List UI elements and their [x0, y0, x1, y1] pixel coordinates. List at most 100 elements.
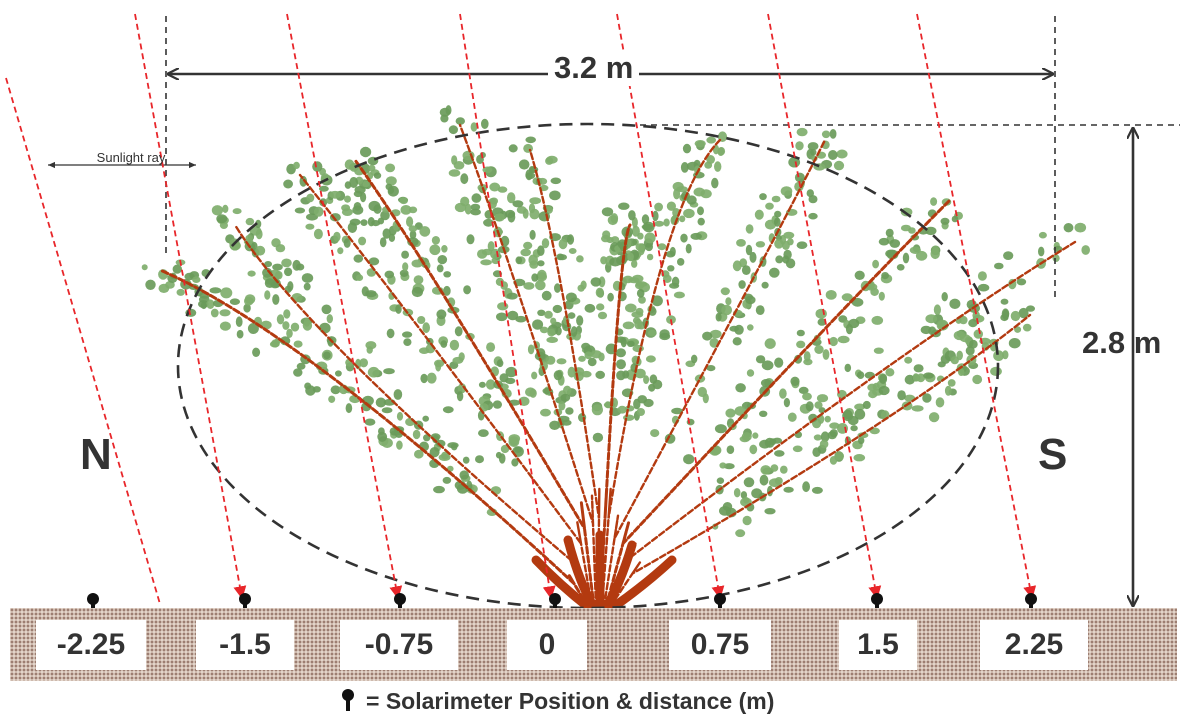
leaf: [787, 412, 797, 422]
leaf: [550, 317, 557, 325]
leaf: [994, 262, 1004, 270]
leaf: [774, 239, 784, 249]
leaf: [819, 439, 829, 449]
leaf: [808, 212, 818, 220]
leaf: [643, 398, 654, 408]
leaf: [858, 436, 865, 445]
leaf: [546, 336, 558, 343]
leaf: [554, 283, 561, 293]
leaf: [1002, 350, 1009, 360]
branch: [608, 313, 1032, 609]
branch: [604, 198, 952, 609]
leaf: [343, 238, 351, 248]
leaf: [622, 321, 635, 330]
leaf: [721, 304, 732, 316]
leaf: [485, 379, 496, 390]
solarimeter-pin-icon: [549, 593, 561, 605]
leaf: [595, 370, 605, 379]
solarimeter-pin-icon: [394, 593, 406, 605]
leaf: [433, 485, 445, 494]
trunk-stem: [609, 555, 677, 612]
leaf: [607, 215, 618, 226]
leaf: [775, 255, 784, 264]
leaf: [821, 130, 831, 139]
leaf: [755, 305, 765, 315]
leaf: [694, 140, 706, 148]
leaf: [385, 176, 397, 186]
leaf: [803, 358, 813, 366]
leaf: [222, 204, 229, 213]
branch: [298, 173, 594, 609]
position-label: 2.25: [980, 620, 1088, 670]
leaf: [609, 257, 622, 267]
leaf: [627, 252, 634, 262]
leaf: [601, 207, 614, 217]
leaf: [947, 379, 956, 387]
leaf: [584, 303, 596, 313]
leaf: [622, 370, 630, 379]
leaf: [652, 210, 659, 222]
leaf: [643, 375, 650, 384]
leaf: [993, 350, 1004, 362]
leaf: [902, 252, 910, 264]
solarimeter-pin-icon: [871, 593, 883, 605]
leaf: [595, 287, 604, 298]
leaf: [969, 339, 978, 349]
leaf: [544, 310, 553, 319]
north-label: N: [80, 430, 112, 479]
leaf: [779, 388, 787, 399]
leaf: [802, 481, 810, 493]
leaf: [537, 269, 547, 280]
leaf: [941, 292, 948, 302]
leaf: [252, 347, 261, 357]
solarimeter-pin-icon: [1025, 593, 1037, 605]
leaf: [399, 197, 409, 205]
leaf: [387, 186, 395, 194]
leaf: [281, 258, 292, 268]
leaf: [616, 359, 626, 370]
leaf: [949, 298, 961, 309]
leaf: [576, 255, 584, 263]
leaf: [403, 338, 412, 346]
leaf: [219, 321, 231, 331]
solarimeter-pin-icon: [239, 593, 251, 605]
leaf: [631, 225, 640, 237]
leaf: [669, 282, 680, 289]
leaf: [481, 118, 489, 129]
leaf: [211, 205, 223, 216]
leaf: [641, 214, 650, 225]
leaf: [690, 232, 702, 240]
leaf: [145, 279, 156, 290]
canopy-width-label: 3.2 m: [548, 50, 640, 86]
leaf: [1008, 338, 1021, 349]
leaf: [429, 447, 440, 458]
leaf: [889, 239, 901, 248]
leaf: [192, 276, 201, 284]
leaf: [319, 322, 331, 334]
leaf: [500, 444, 510, 454]
leaf: [666, 201, 677, 211]
leaf: [506, 292, 518, 300]
leaf: [581, 342, 591, 350]
leaf: [596, 303, 605, 311]
leaf: [782, 255, 790, 264]
leaf: [617, 405, 627, 414]
leaf: [367, 217, 375, 227]
leaf: [965, 346, 975, 356]
leaf: [243, 303, 251, 313]
leaf: [878, 237, 890, 246]
solarimeter-pin-icon: [342, 689, 354, 711]
leaf: [508, 144, 518, 153]
leaf: [1038, 231, 1047, 239]
leaf: [245, 217, 255, 226]
leaf: [453, 161, 465, 170]
leaf: [518, 159, 530, 170]
leaf: [158, 283, 170, 293]
leaf: [615, 348, 627, 358]
leaf: [848, 318, 860, 329]
leaf: [746, 369, 755, 377]
leaf: [443, 285, 451, 296]
leaf: [802, 392, 812, 401]
leaf: [650, 429, 660, 438]
leaf: [911, 405, 924, 412]
